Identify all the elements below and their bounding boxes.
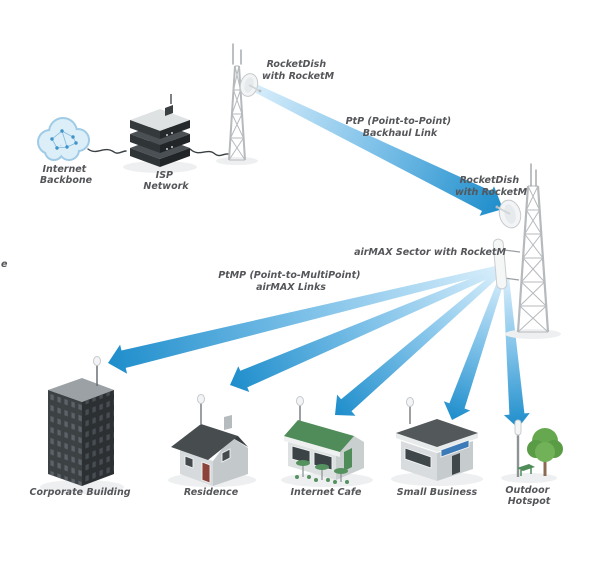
- residence-building: [168, 394, 256, 487]
- tower-a: [216, 43, 262, 165]
- picnic-table-icon: [517, 464, 535, 476]
- isp-network-label: ISP Network: [143, 170, 189, 192]
- tower-b: [492, 163, 561, 339]
- internet-backbone-cloud: [37, 117, 90, 161]
- server-antenna: [165, 94, 173, 116]
- corporate-building-label: Corporate Building: [29, 487, 130, 498]
- ptp-link-label: PtP (Point-to-Point) Backhaul Link: [346, 116, 455, 139]
- outdoor-hotspot-label: Outdoor Hotspot: [505, 485, 552, 507]
- internet-cafe-label: Internet Cafe: [291, 487, 363, 498]
- airmax-sector-icon: [492, 238, 521, 290]
- corporate-antenna-icon: [93, 356, 101, 386]
- residence-antenna-icon: [197, 394, 205, 424]
- internet-backbone-label: Internet Backbone: [40, 164, 93, 186]
- isp-server: [123, 94, 197, 173]
- beam-to-cafe: [335, 269, 502, 416]
- small-business-antenna-icon: [406, 397, 414, 424]
- cafe-patio-umbrellas: [295, 460, 349, 484]
- ptp-backhaul-beam: [251, 83, 503, 216]
- cloud-to-server-wire: [87, 148, 127, 154]
- internet-cafe-building: [281, 396, 373, 487]
- beam-to-hotspot: [503, 277, 530, 428]
- rocketdish-b-label: RocketDish with RocketM: [455, 175, 528, 198]
- ptmp-link-label: PtMP (Point-to-MultiPoint) airMAX Links: [218, 270, 364, 293]
- small-business-building: [391, 397, 483, 486]
- hotspot-pole-antenna-icon: [514, 419, 522, 477]
- beam-to-small-business: [443, 274, 506, 420]
- cafe-antenna-icon: [296, 396, 304, 421]
- tree-icon: [527, 428, 563, 476]
- residence-label: Residence: [184, 487, 239, 498]
- outdoor-hotspot: [501, 419, 563, 483]
- corporate-building: [40, 356, 124, 494]
- rocketdish-a-icon: [239, 73, 262, 97]
- beam-to-residence: [230, 267, 502, 392]
- tower-b-mast: [530, 163, 537, 187]
- small-business-label: Small Business: [397, 487, 478, 498]
- tower-a-mast: [232, 43, 242, 65]
- airmax-sector-label: airMAX Sector with RocketM: [354, 247, 506, 258]
- ptmp-beams: [108, 265, 530, 428]
- rocketdish-a-label: RocketDish with RocketM: [262, 59, 335, 82]
- cloud-network-nodes: [50, 129, 78, 150]
- edge-text-fragment: e: [1, 259, 8, 270]
- rocketdish-b-icon: [495, 199, 522, 229]
- server-to-tower-wire: [189, 148, 229, 157]
- beam-to-corporate: [108, 265, 501, 374]
